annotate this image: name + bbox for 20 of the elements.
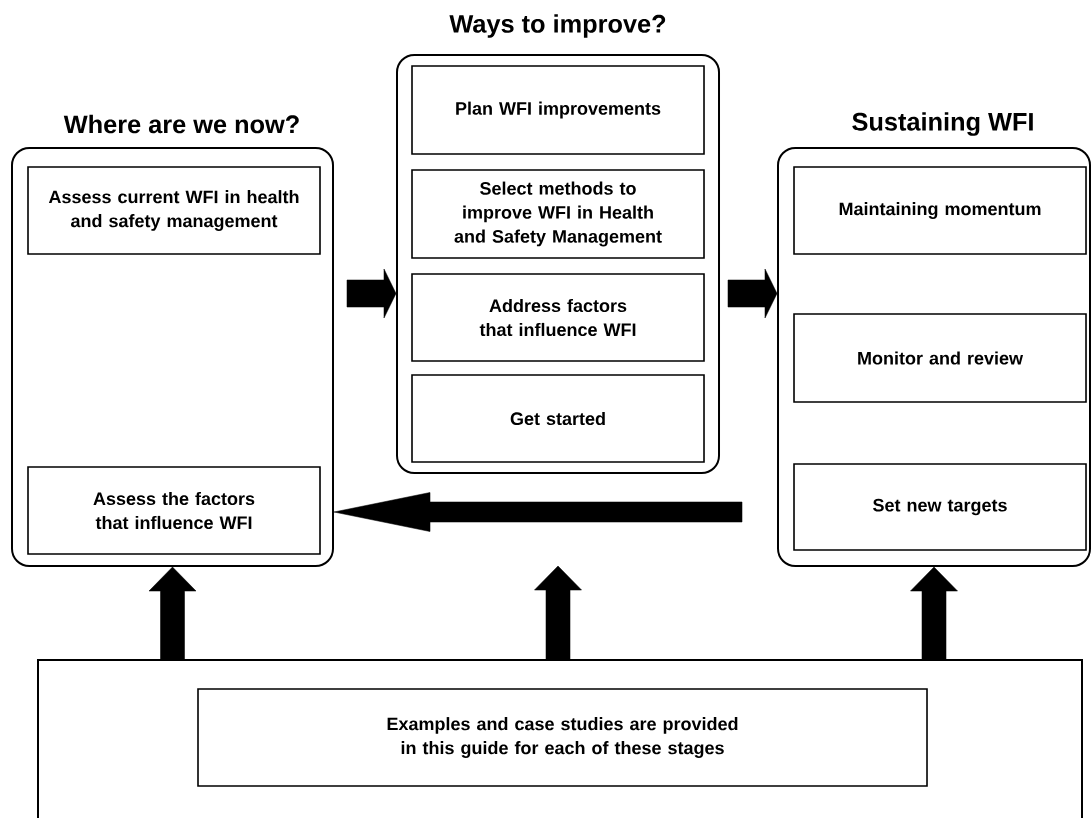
step-box: Examples and case studies are provided in this guide for each of these stages xyxy=(197,688,928,787)
block-arrow xyxy=(910,566,958,660)
step-box: Get started xyxy=(411,374,705,463)
block-arrow xyxy=(727,268,778,319)
block-arrow xyxy=(346,268,397,319)
step-box: Plan WFI improvements xyxy=(411,65,705,155)
column-heading: Where are we now? xyxy=(63,114,299,134)
step-box: Assess the factors that influence WFI xyxy=(27,466,321,555)
step-box: Address factors that influence WFI xyxy=(411,273,705,362)
step-box: Assess current WFI in health and safety management xyxy=(27,166,321,255)
panel-frame xyxy=(37,659,1083,818)
block-arrow xyxy=(534,565,582,660)
step-box: Select methods to improve WFI in Health and Safety Management xyxy=(411,169,705,259)
column-heading: Ways to improve? xyxy=(449,14,666,38)
step-box: Set new targets xyxy=(793,463,1087,551)
block-arrow xyxy=(148,566,197,660)
block-arrow xyxy=(333,492,743,532)
step-box: Maintaining momentum xyxy=(793,166,1087,255)
column-heading: Sustaining WFI xyxy=(852,112,1033,136)
step-box: Monitor and review xyxy=(793,313,1087,403)
